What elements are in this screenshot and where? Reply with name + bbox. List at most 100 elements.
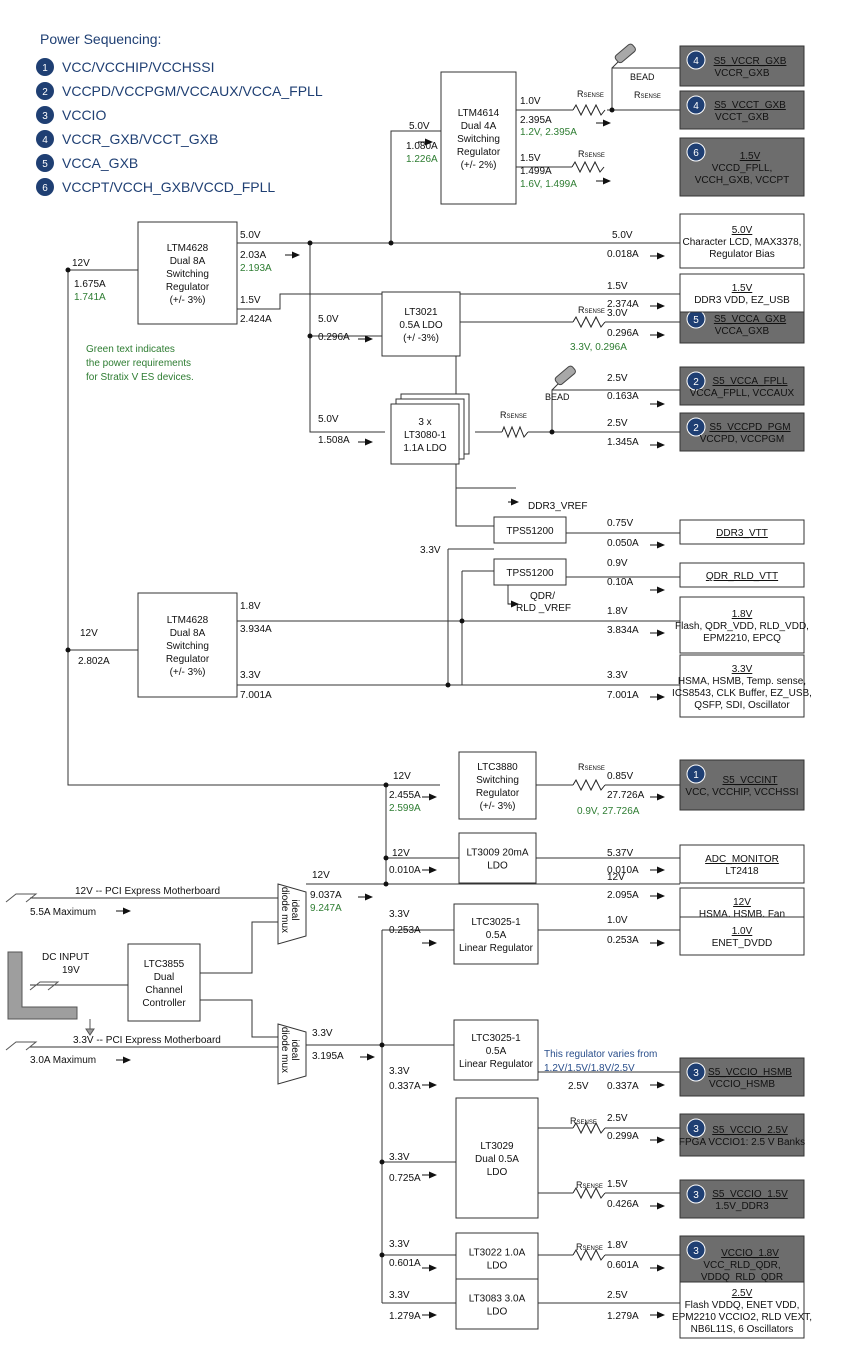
rail-load: VCC_RLD_QDR, bbox=[703, 1260, 780, 1271]
value-label: 0.337A bbox=[607, 1081, 639, 1092]
regulator-text: Controller bbox=[142, 998, 186, 1009]
rail-load: DDR3 VDD, EZ_USB bbox=[694, 295, 790, 306]
value-label: 0.9V bbox=[607, 558, 628, 569]
rsense-label: RSENSE bbox=[578, 149, 605, 159]
regulator-text: 0.5A bbox=[486, 930, 507, 941]
rsense-vccio15 bbox=[572, 1186, 606, 1200]
sequence-label: VCCIO bbox=[62, 107, 106, 123]
rail-title: S5_VCCR_GXB bbox=[714, 56, 787, 67]
value-label: 5.0V bbox=[240, 230, 261, 241]
value-label: 0.018A bbox=[607, 249, 639, 260]
value-label: 3.3V bbox=[312, 1028, 333, 1039]
rail-load: Character LCD, MAX3378, bbox=[683, 237, 802, 248]
sequence-number: 1 bbox=[42, 63, 48, 74]
value-label: 1.0V bbox=[520, 96, 541, 107]
rail-load: ICS8543, CLK Buffer, EZ_USB, bbox=[672, 688, 812, 699]
regulator-text: Channel bbox=[145, 985, 182, 996]
regulator-text: Dual 4A bbox=[461, 121, 497, 132]
rail-badge-number: 2 bbox=[693, 377, 699, 388]
sequence-badge-icon bbox=[686, 142, 706, 162]
sequence-badge-icon bbox=[36, 154, 54, 172]
value-label: 3.834A bbox=[607, 625, 639, 636]
ferrite-beads bbox=[551, 43, 636, 391]
value-label: 2.5V bbox=[568, 1081, 589, 1092]
rail-title: S5_VCCIO_HSMB bbox=[708, 1067, 792, 1078]
value-label: 0.299A bbox=[607, 1131, 639, 1142]
value-label: 7.001A bbox=[607, 690, 639, 701]
regulator-text: Switching bbox=[457, 134, 500, 145]
sense-resistors bbox=[501, 103, 606, 1262]
pcie-12v-label: 12V -- PCI Express Motherboard bbox=[75, 886, 220, 897]
value-label: 0.10A bbox=[607, 577, 633, 588]
rail-title: S5_VCCIO_1.5V bbox=[712, 1189, 788, 1200]
regulator-text: Dual 8A bbox=[170, 256, 206, 267]
value-label: 2.5V bbox=[607, 1113, 628, 1124]
rail-load: VDDQ_RLD_QDR bbox=[701, 1272, 783, 1283]
rail-load: VCCT_GXB bbox=[715, 112, 769, 123]
sequence-badge-icon bbox=[36, 130, 54, 148]
value-label: 0.426A bbox=[607, 1199, 639, 1210]
bead-icon bbox=[614, 43, 636, 64]
regulator-text: LT3080-1 bbox=[404, 430, 447, 441]
value-label: 1.741A bbox=[74, 292, 106, 303]
rail-title: 1.5V bbox=[740, 151, 761, 162]
rail-load: 1.5V_DDR3 bbox=[715, 1201, 769, 1212]
value-label: 3.3V bbox=[420, 545, 441, 556]
rail-load: EPM2210 VCCIO2, RLD VEXT, bbox=[672, 1312, 812, 1323]
regulator-text: Switching bbox=[166, 269, 209, 280]
sequence-badge-icon bbox=[686, 1118, 706, 1138]
mux-label: ideal bbox=[289, 1039, 300, 1060]
junctions bbox=[65, 107, 615, 1258]
sequence-badge-icon bbox=[686, 95, 706, 115]
regulator-text: Dual 0.5A bbox=[475, 1154, 519, 1165]
value-label: 1.080A bbox=[406, 141, 438, 152]
value-label: 2.455A bbox=[389, 790, 421, 801]
value-label: 1.0V bbox=[607, 915, 628, 926]
value-label: 1.2V, 2.395A bbox=[520, 127, 577, 138]
rail-title: 3.3V bbox=[732, 664, 753, 675]
dc-plug-icon bbox=[29, 981, 60, 991]
regulator-text: Linear Regulator bbox=[459, 943, 534, 954]
value-label: 1.8V bbox=[607, 606, 628, 617]
rail-title: S5_VCCA_GXB bbox=[714, 314, 787, 325]
value-label: 3.934A bbox=[240, 624, 272, 635]
regulator-text: LDO bbox=[487, 1261, 508, 1272]
rail-badge-number: 1 bbox=[693, 770, 699, 781]
value-label: 12V bbox=[393, 771, 411, 782]
rail-load: VCCR_GXB bbox=[714, 68, 769, 79]
regulator-text: LTC3855 bbox=[144, 959, 185, 970]
rsense-vccd bbox=[571, 160, 605, 174]
regulator-text: LDO bbox=[487, 1167, 508, 1178]
value-label: 2.395A bbox=[520, 115, 552, 126]
value-label: 0.75V bbox=[607, 518, 633, 529]
rail-title: QDR_RLD_VTT bbox=[706, 571, 778, 582]
rail-load: QSFP, SDI, Oscillator bbox=[694, 700, 790, 711]
sequence-label: VCCPD/VCCPGM/VCCAUX/VCCA_FPLL bbox=[62, 83, 323, 99]
rail-badge-number: 4 bbox=[693, 56, 699, 67]
value-label: 3.3V bbox=[389, 1066, 410, 1077]
value-label: 2.5V bbox=[607, 373, 628, 384]
value-label: 3.0V bbox=[607, 308, 628, 319]
value-label: 0.725A bbox=[389, 1173, 421, 1184]
rail-badge-number: 3 bbox=[693, 1124, 699, 1135]
regulator-text: LDO bbox=[487, 1307, 508, 1318]
regulator-text: Switching bbox=[476, 775, 519, 786]
regulator-text: LT3029 bbox=[480, 1141, 514, 1152]
power-sources bbox=[5, 893, 95, 1051]
value-label: 3.195A bbox=[312, 1051, 344, 1062]
mux-label: diode mux bbox=[279, 887, 290, 933]
regulator-text: 0.5A bbox=[486, 1046, 507, 1057]
value-label: 3.3V bbox=[389, 1152, 410, 1163]
